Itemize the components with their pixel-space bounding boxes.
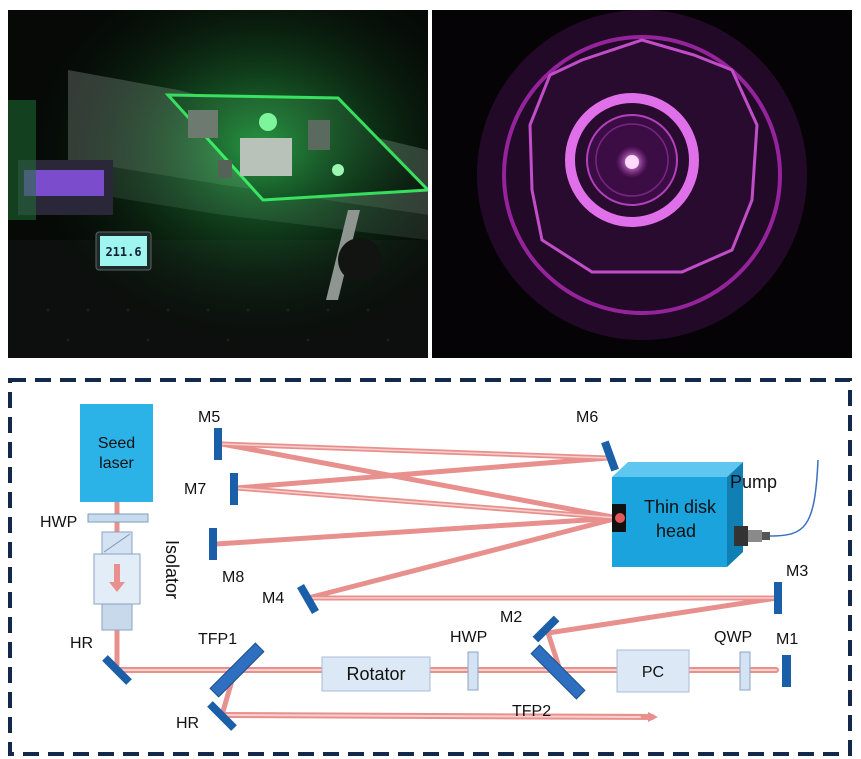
mirror-m5	[214, 428, 222, 460]
thin-film-polarizer-tfp1	[209, 642, 265, 698]
rotator-box	[321, 656, 431, 692]
pc-label: PC	[642, 664, 664, 681]
thin-disk-head-label-line2: head	[656, 521, 696, 541]
mirror-m7	[230, 473, 238, 505]
power-meter-reading: 211.6	[105, 245, 141, 259]
seed-laser-label-line1: Seed	[98, 435, 135, 452]
qwp-label: QWP	[714, 629, 752, 646]
isolator	[93, 531, 141, 631]
pump-label: Pump	[730, 472, 777, 492]
m8-label: M8	[222, 569, 244, 586]
mirror-m1	[782, 655, 791, 687]
tfp2-label: TFP2	[512, 703, 551, 720]
qwp-plate	[739, 651, 751, 691]
m3-label: M3	[786, 563, 808, 580]
thin-disk-head-label-line1: Thin disk	[644, 497, 717, 517]
hwp-mid-label: HWP	[450, 629, 487, 646]
hr-top-label: HR	[70, 635, 93, 652]
dashed-frame	[8, 378, 852, 756]
mirror-m2	[532, 615, 560, 643]
mirror-hr-bottom	[207, 701, 237, 731]
seed-laser-box	[80, 404, 153, 502]
hwp-mid-plate	[467, 651, 479, 691]
hwp-left-label: HWP	[40, 514, 77, 531]
mirror-m4	[297, 584, 319, 614]
thin-film-polarizer-tfp2	[530, 644, 586, 700]
seed-laser-label-line2: laser	[99, 455, 134, 472]
isolator-label: Isolator	[162, 540, 182, 599]
m6-label: M6	[576, 409, 598, 426]
m1-label: M1	[776, 631, 798, 648]
pockels-cell-box	[616, 649, 690, 693]
tfp1-label: TFP1	[198, 631, 237, 648]
laser-system-photo: 211.6	[8, 10, 428, 358]
mirror-hr-top	[102, 655, 132, 685]
hwp-left-plate	[87, 513, 149, 523]
mirror-m3	[774, 582, 782, 614]
mirror-m8	[209, 528, 217, 560]
m5-label: M5	[198, 409, 220, 426]
hr-bottom-label: HR	[176, 715, 199, 732]
m4-label: M4	[262, 590, 284, 607]
pump-fiber-connector	[734, 459, 819, 546]
thin-disk-glow-photo	[432, 10, 852, 358]
rotator-label: Rotator	[346, 664, 405, 684]
thin-disk-regenerative-amplifier-schematic: Seed laser HWP Isolator HR HR TFP1 TFP2 …	[8, 378, 852, 756]
mirror-m6	[601, 440, 619, 472]
m2-label: M2	[500, 609, 522, 626]
m7-label: M7	[184, 481, 206, 498]
